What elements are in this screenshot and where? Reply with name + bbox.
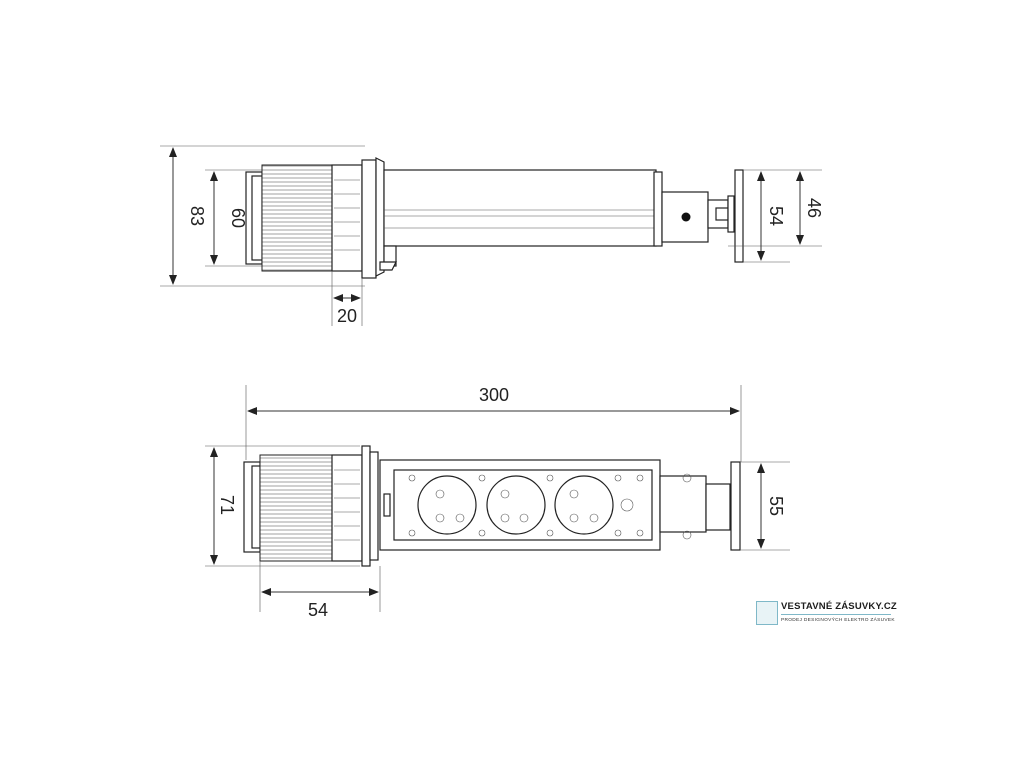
tube bbox=[383, 169, 657, 247]
threaded-collar bbox=[261, 164, 333, 272]
end-plate-side bbox=[730, 461, 741, 551]
flange bbox=[361, 159, 377, 279]
dim-20-label: 20 bbox=[337, 306, 357, 326]
dim-83-label: 83 bbox=[187, 206, 207, 226]
socket-3 bbox=[554, 475, 614, 535]
dim-54-side-label: 54 bbox=[308, 600, 328, 620]
socket-2 bbox=[486, 475, 546, 535]
side-view: 300 bbox=[205, 385, 790, 620]
mounting-holes bbox=[408, 474, 644, 537]
socket-1 bbox=[417, 475, 477, 535]
screw bbox=[681, 212, 691, 222]
dim-60-label: 60 bbox=[228, 208, 248, 228]
end-plate bbox=[734, 169, 744, 263]
plug-icon bbox=[756, 601, 778, 625]
nut-side bbox=[331, 454, 363, 562]
dim-46-label: 46 bbox=[804, 198, 824, 218]
threaded-collar-side bbox=[259, 454, 333, 562]
dim-55-label: 55 bbox=[766, 496, 786, 516]
dim-300-label: 300 bbox=[479, 385, 509, 405]
nut bbox=[331, 164, 363, 272]
brand-divider bbox=[781, 614, 891, 615]
brand-title: VESTAVNÉ ZÁSUVKY.CZ bbox=[781, 601, 897, 612]
brand-subtitle: PRODEJ DESIGNOVÝCH ELEKTRO ZÁSUVEK bbox=[781, 618, 895, 623]
top-view: 83 60 20 54 46 bbox=[160, 145, 824, 326]
flange-side bbox=[361, 445, 371, 567]
dim-54-top-label: 54 bbox=[766, 206, 786, 226]
indicator-hole bbox=[620, 498, 634, 512]
dim-71-label: 71 bbox=[217, 495, 237, 515]
brand-logo[interactable]: VESTAVNÉ ZÁSUVKY.CZ PRODEJ DESIGNOVÝCH E… bbox=[756, 601, 897, 631]
end-block-side bbox=[659, 475, 707, 533]
